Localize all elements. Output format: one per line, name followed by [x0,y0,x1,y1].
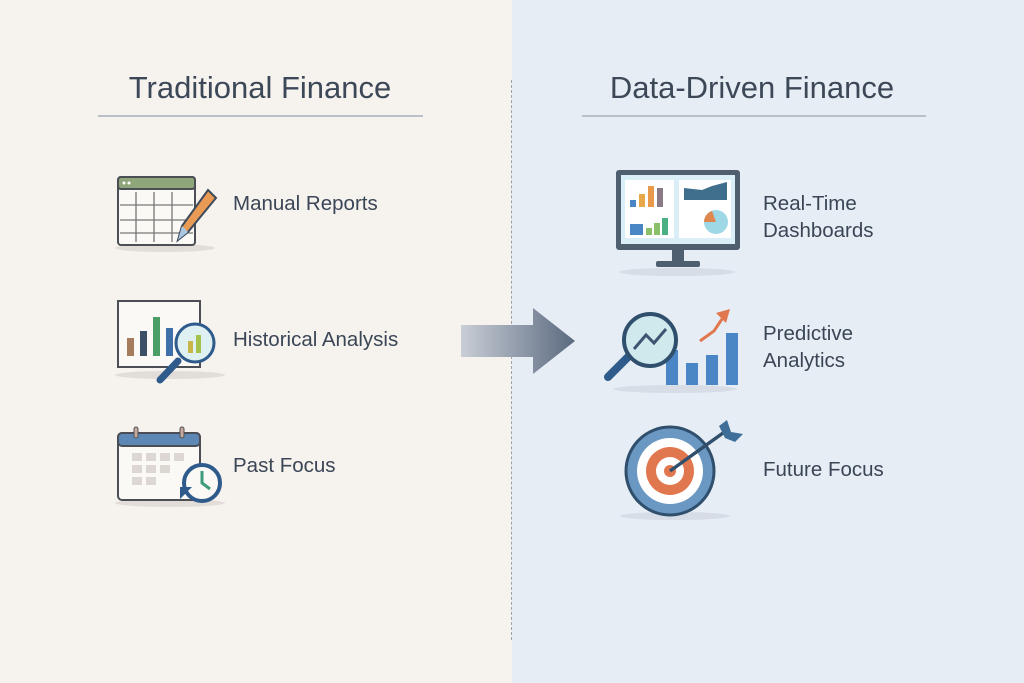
magnifier-growth-chart-icon [604,309,738,393]
data-driven-finance-title: Data-Driven Finance [609,70,895,105]
chart-magnifier-icon [115,300,225,384]
historical-analysis-label: Historical Analysis [233,328,399,351]
data-driven-finance-panel [512,0,1024,683]
past-focus-label: Past Focus [233,454,336,477]
spreadsheet-pencil-icon [115,176,218,252]
title-underline [98,115,423,117]
monitor-dashboard-icon [616,170,740,276]
traditional-finance-panel [0,0,512,683]
label-line: Analytics [763,349,846,372]
target-arrow-icon [620,420,743,520]
manual-reports-label: Manual Reports [233,192,378,215]
label-line: Predictive [763,322,854,345]
future-focus-label: Future Focus [763,458,884,481]
label-line: Dashboards [763,219,874,242]
divider-line [511,80,512,640]
title-underline [582,115,926,117]
calendar-clock-icon [115,426,225,507]
traditional-finance-title: Traditional Finance [128,70,392,105]
label-line: Real-Time [763,192,857,215]
transition-arrow-icon [461,308,575,374]
